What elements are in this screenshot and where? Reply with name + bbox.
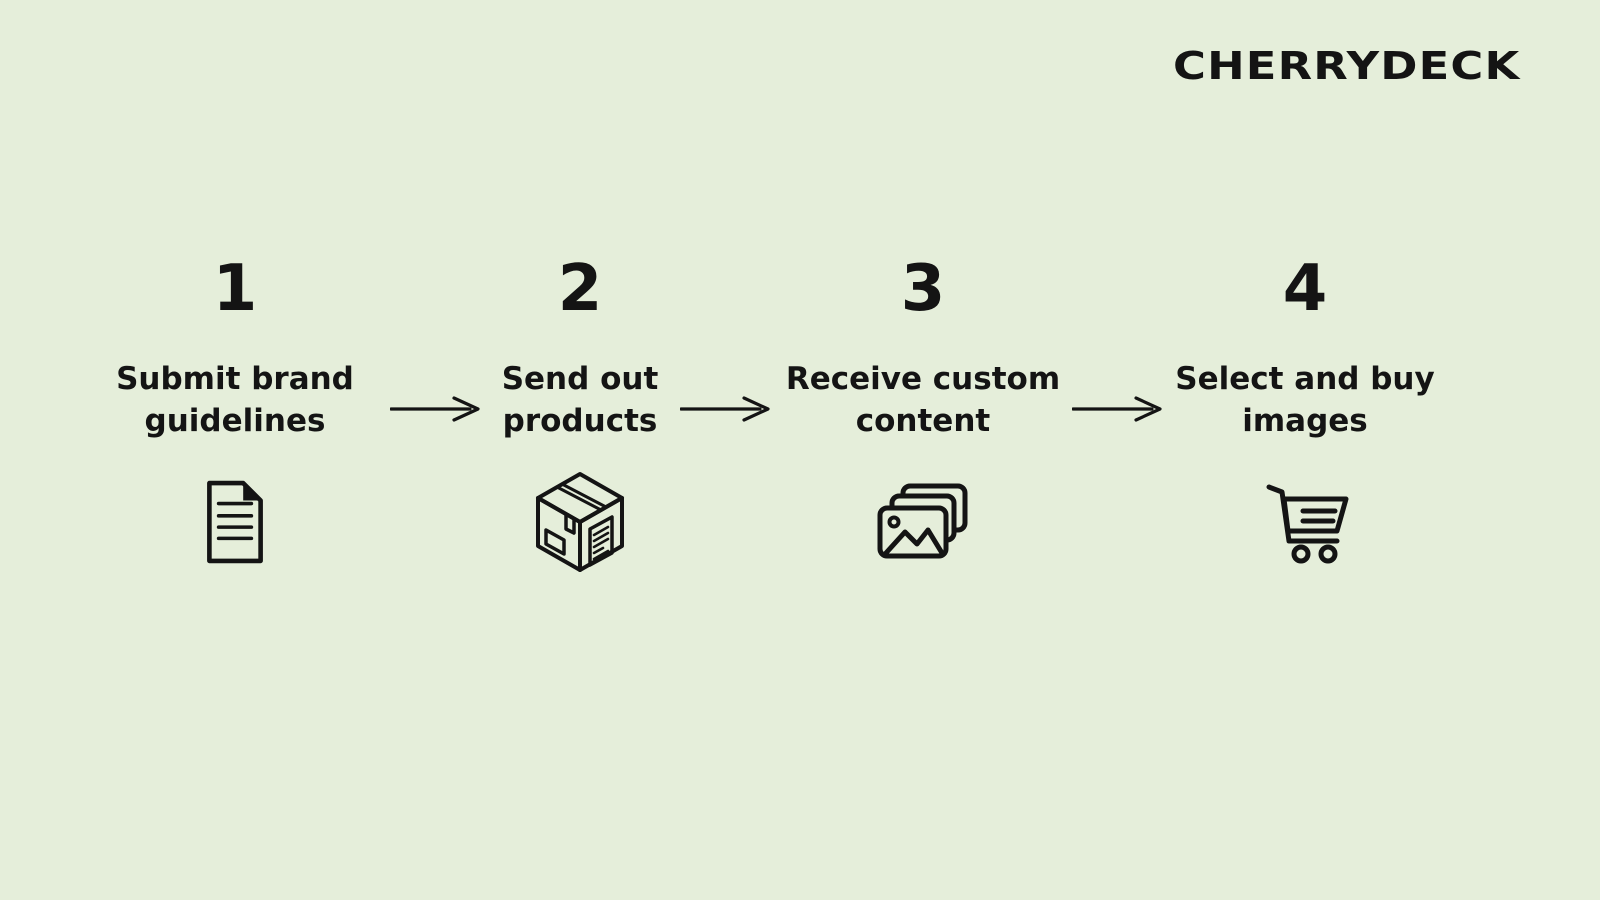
- step-number: 3: [900, 252, 946, 326]
- step-label: Receive custom content: [785, 361, 1061, 439]
- right-arrow-icon: [1072, 396, 1162, 422]
- step-4: 4 Select and buy images: [1155, 252, 1455, 570]
- shopping-cart-icon: [1261, 474, 1349, 570]
- step-3: 3 Receive custom content: [773, 252, 1073, 570]
- package-box-icon: [524, 472, 636, 572]
- step-number: 1: [212, 252, 258, 326]
- step-number: 2: [557, 252, 603, 326]
- document-icon: [206, 474, 264, 570]
- right-arrow-icon: [680, 396, 770, 422]
- photo-stack-icon: [877, 474, 969, 570]
- step-1: 1 Submit brand guidelines: [85, 252, 385, 570]
- step-label: Select and buy images: [1175, 361, 1435, 439]
- step-label: Send out products: [501, 361, 659, 439]
- cherrydeck-logo: CHERRYDECK: [1172, 44, 1520, 88]
- right-arrow-icon: [390, 396, 480, 422]
- step-2: 2 Send out products: [430, 252, 730, 572]
- step-number: 4: [1282, 252, 1328, 326]
- step-label: Submit brand guidelines: [116, 361, 354, 439]
